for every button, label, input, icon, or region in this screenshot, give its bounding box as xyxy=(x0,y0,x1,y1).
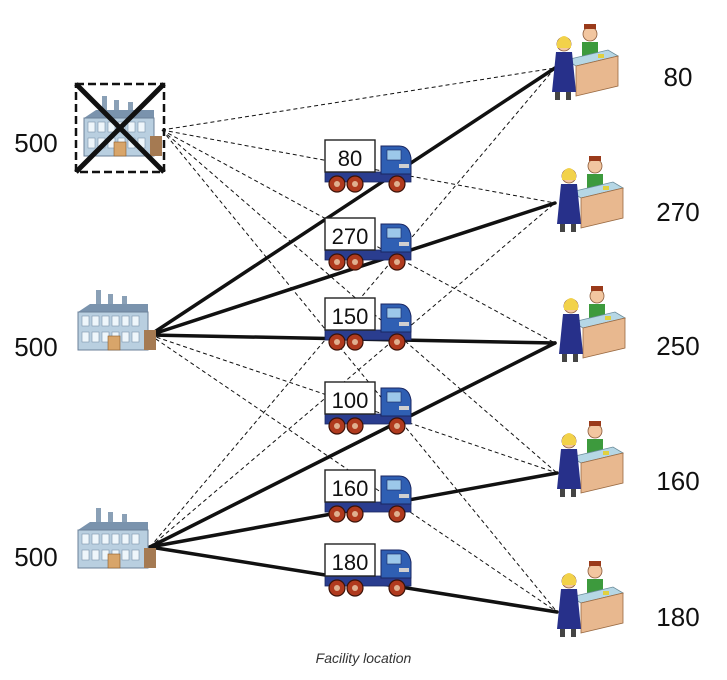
candidate-link-f2-c1 xyxy=(149,202,556,548)
truck-cargo-box xyxy=(324,469,376,503)
candidate-link-f0-c4 xyxy=(161,129,558,613)
factory-icon xyxy=(74,82,166,174)
assignment-link-3 xyxy=(148,341,557,549)
shop-counter-icon xyxy=(552,24,620,100)
truck-icon xyxy=(324,217,412,271)
shipment-amount-label: 160 xyxy=(332,476,369,501)
value-labels: 80 270 150 100 160 180 500 500 500 80 270 250 160 180 xyxy=(14,62,699,632)
truck-cargo-box xyxy=(324,543,376,577)
truck-cargo-box xyxy=(324,217,376,251)
shop-counter-icon xyxy=(557,156,625,232)
customer-demand-label: 80 xyxy=(664,62,693,92)
figure-caption: Facility location xyxy=(315,650,412,666)
shipment-amount-label: 180 xyxy=(332,550,369,575)
factory-icon xyxy=(77,508,156,569)
customer-demand-label: 180 xyxy=(656,602,699,632)
facility-capacity-label: 500 xyxy=(14,332,57,362)
customer-demand-label: 160 xyxy=(656,466,699,496)
truck-icon xyxy=(324,381,412,435)
shop-counter-icon xyxy=(557,421,625,497)
factory-icon xyxy=(77,290,156,351)
shipment-amount-label: 100 xyxy=(332,388,369,413)
shop-counter-icon xyxy=(559,286,627,362)
truck-cargo-box xyxy=(324,381,376,415)
shipment-amount-label: 150 xyxy=(332,304,369,329)
truck-cargo-box xyxy=(324,139,376,173)
assignment-link-0 xyxy=(148,66,557,337)
truck-icon xyxy=(324,543,412,597)
customer-demand-label: 270 xyxy=(656,197,699,227)
facility-capacity-label: 500 xyxy=(14,542,57,572)
truck-icon xyxy=(324,469,412,523)
facilities xyxy=(74,82,166,569)
shipment-amount-label: 80 xyxy=(338,146,362,171)
customers xyxy=(552,24,627,637)
trucks xyxy=(324,139,412,597)
cross-icon xyxy=(74,82,166,174)
candidate-link-f1-c3 xyxy=(149,334,558,474)
truck-icon xyxy=(324,139,412,193)
shipment-amount-label: 270 xyxy=(332,224,369,249)
candidate-link-f0-c0 xyxy=(161,67,556,131)
truck-icon xyxy=(324,297,412,351)
shop-counter-icon xyxy=(557,561,625,637)
truck-cargo-box xyxy=(324,297,376,331)
candidate-link-f0-c2 xyxy=(161,129,556,344)
customer-demand-label: 250 xyxy=(656,331,699,361)
facility-capacity-label: 500 xyxy=(14,128,57,158)
